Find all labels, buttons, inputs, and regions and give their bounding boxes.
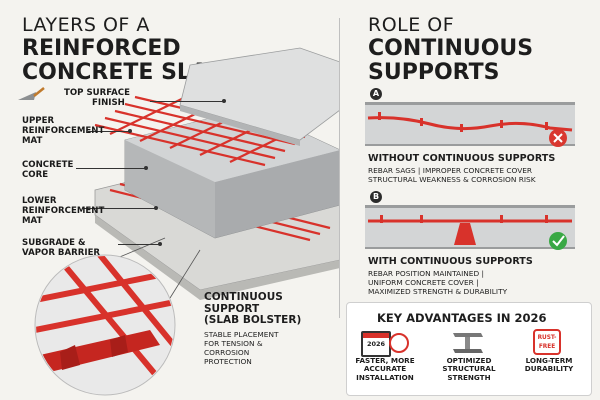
- scenario-b-details: REBAR POSITION MAINTAINED |UNIFORM CONCR…: [368, 269, 508, 296]
- calendar-year: 2026: [366, 340, 386, 348]
- callout-dot-sub: [158, 242, 162, 246]
- callout-upper-mat: [88, 131, 130, 132]
- calendar-icon: 2026: [361, 331, 391, 357]
- column-divider: [339, 18, 340, 318]
- trowel-icon: [18, 87, 45, 100]
- scenario-a-marker: A: [370, 88, 382, 100]
- slab-illustration: [18, 47, 340, 396]
- callout-top-surface: [150, 101, 225, 102]
- callout-dot-upper: [128, 129, 132, 133]
- callout-dot-top: [222, 99, 226, 103]
- callout-dot-lower: [154, 206, 158, 210]
- scenario-a-heading: WITHOUT CONTINUOUS SUPPORTS: [368, 153, 556, 164]
- stopwatch-icon: [389, 333, 409, 353]
- scenario-b-marker: B: [370, 191, 382, 203]
- callout-dot-core: [144, 166, 148, 170]
- right-title-line1: ROLE OF: [368, 14, 455, 36]
- right-title-line2: CONTINUOUS: [368, 36, 534, 61]
- callout-core: [76, 168, 146, 169]
- callout-subgrade: [118, 244, 160, 245]
- i-beam-icon: [453, 333, 483, 353]
- key-advantages-title: KEY ADVANTAGES IN 2026: [377, 311, 547, 325]
- left-title-line1: LAYERS OF A: [22, 14, 150, 36]
- callout-lower-mat: [84, 208, 156, 209]
- label-subgrade: SUBGRADE &VAPOR BARRIER: [22, 238, 101, 258]
- scenario-b-heading: WITH CONTINUOUS SUPPORTS: [368, 256, 533, 267]
- scenario-a-diagram: [365, 102, 575, 147]
- rust-free-badge-icon: RUST-FREE: [533, 329, 561, 355]
- key-advantages-panel: KEY ADVANTAGES IN 2026 2026 RUST-FREE FA…: [346, 302, 592, 396]
- right-title-line3: SUPPORTS: [368, 60, 500, 85]
- left-title-line2: REINFORCED: [22, 36, 181, 61]
- scenario-b-diagram: [365, 205, 575, 250]
